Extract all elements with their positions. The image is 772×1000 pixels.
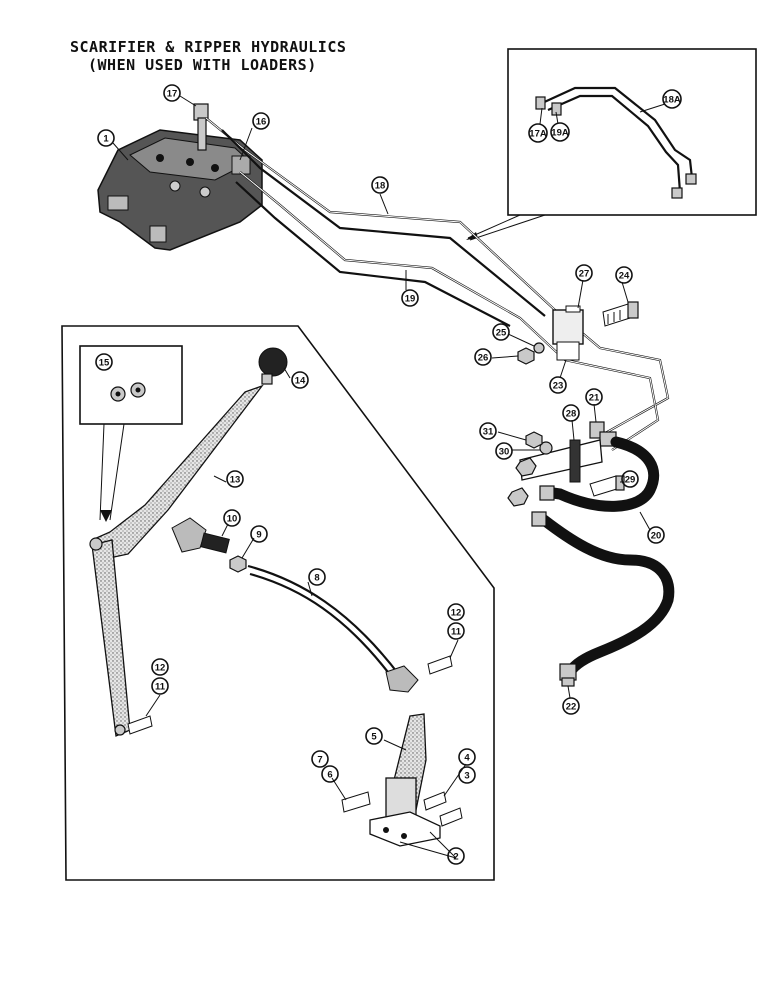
bolt-6 [341,791,371,813]
callout-7: 7 [311,750,329,768]
inset-part-15 [79,345,183,425]
callout-24: 24 [615,266,633,284]
callout-18: 18 [371,176,389,194]
svg-text:29: 29 [625,475,636,486]
callout-30: 30 [495,442,513,460]
callout-10: 10 [223,509,241,527]
callout-1: 1 [97,129,115,147]
svg-text:23: 23 [553,381,564,392]
callout-21: 21 [585,388,603,406]
svg-text:3: 3 [464,771,469,782]
nut-9 [229,555,247,573]
svg-text:11: 11 [155,682,166,693]
callout-25: 25 [492,323,510,341]
callout-19a: 19A [550,122,570,142]
callout-11-left: 11 [151,677,169,695]
callout-6: 6 [321,765,339,783]
svg-text:10: 10 [227,514,238,525]
knob-14 [258,347,288,377]
lever-arm [91,539,131,737]
svg-text:16: 16 [256,117,267,128]
svg-text:4: 4 [464,753,470,764]
svg-text:19A: 19A [551,128,569,139]
diagram-title-line2: (WHEN USED WITH LOADERS) [88,56,317,74]
svg-text:28: 28 [566,409,577,420]
callout-4: 4 [458,748,476,766]
svg-text:22: 22 [566,702,577,713]
svg-text:19: 19 [405,294,416,305]
svg-text:12: 12 [155,663,166,674]
svg-text:30: 30 [499,447,510,458]
svg-text:24: 24 [619,271,630,282]
inset-alternate-tubes [466,48,757,241]
svg-text:5: 5 [371,732,377,743]
svg-text:1: 1 [103,134,109,145]
pivot-bracket [369,713,441,847]
callout-27: 27 [575,264,593,282]
svg-text:26: 26 [478,353,489,364]
callout-9: 9 [250,525,268,543]
svg-text:11: 11 [451,627,462,638]
svg-text:8: 8 [314,573,319,584]
callout-28: 28 [562,404,580,422]
hydraulic-hoses [531,436,675,687]
svg-text:18A: 18A [663,95,681,106]
svg-text:17: 17 [167,89,178,100]
bolt-3 [423,791,447,811]
hose-fittings [507,421,625,507]
svg-text:18: 18 [375,181,386,192]
callout-26: 26 [474,348,492,366]
bolt-4 [439,807,463,827]
callout-18a: 18A [662,89,682,109]
callout-17: 17 [163,84,181,102]
callout-2: 2 [447,847,465,865]
callout-12-left: 12 [151,658,169,676]
callout-11-right: 11 [447,622,465,640]
rod-8 [247,564,401,677]
svg-text:12: 12 [451,608,462,619]
callout-8: 8 [308,568,326,586]
callout-23: 23 [549,376,567,394]
callout-20: 20 [647,526,665,544]
bolt-24 [602,301,639,327]
callout-12-right: 12 [447,603,465,621]
svg-text:31: 31 [483,427,494,438]
diagram-title-line1: SCARIFIER & RIPPER HYDRAULICS [70,38,347,56]
svg-text:6: 6 [327,770,332,781]
svg-text:17A: 17A [529,129,547,140]
part-15-fitting [110,382,146,402]
callout-17a: 17A [528,123,548,143]
svg-text:14: 14 [295,376,306,387]
svg-text:13: 13 [230,475,241,486]
tube-clamp [552,305,584,361]
svg-text:2: 2 [453,852,458,863]
svg-text:7: 7 [317,755,322,766]
callout-16: 16 [252,112,270,130]
callout-19: 19 [401,289,419,307]
callout-15: 15 [95,353,113,371]
nut-26 [517,347,535,365]
callout-31: 31 [479,422,497,440]
callout-14: 14 [291,371,309,389]
svg-text:20: 20 [651,531,662,542]
svg-text:9: 9 [256,530,261,541]
washer-25 [533,342,545,354]
callout-29: 29 [621,470,639,488]
svg-text:27: 27 [579,269,590,280]
svg-text:25: 25 [496,328,507,339]
inset-control-linkage [61,325,495,881]
callout-13: 13 [226,470,244,488]
svg-text:15: 15 [99,358,110,369]
callout-3: 3 [458,766,476,784]
callout-22: 22 [562,697,580,715]
svg-text:21: 21 [589,393,600,404]
callout-5: 5 [365,727,383,745]
clevis-10 [171,517,230,554]
control-valve [97,129,263,251]
